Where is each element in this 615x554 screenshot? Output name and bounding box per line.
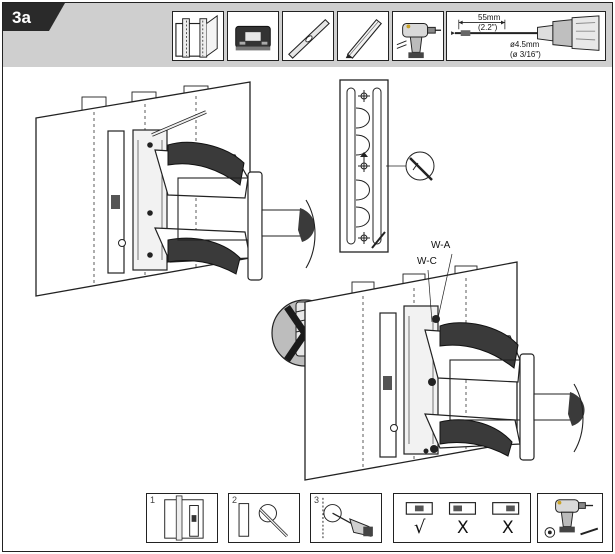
level-icon (282, 11, 334, 61)
tools-summary-box (537, 493, 603, 543)
step-number: 3a (12, 8, 31, 27)
stud-finder-icon (227, 11, 279, 61)
drill-icon (392, 11, 444, 61)
step-tag: 3a (3, 3, 65, 31)
level-check-box: √ X X (393, 493, 531, 543)
substep-1-number: 1 (150, 495, 156, 505)
drill-bit-depth-icon (446, 11, 606, 61)
step-tag-shape (3, 3, 65, 31)
pencil-icon (337, 11, 389, 61)
level-check-icons (405, 502, 520, 515)
level-bad-mark-left: X (457, 518, 469, 538)
level-ok-mark: √ (414, 517, 426, 538)
level-placement-icon (164, 495, 204, 541)
substep-3-box: 3 (310, 493, 382, 543)
depth-in-label: (2.2") (478, 23, 498, 32)
callout-wa: W-A (431, 240, 451, 251)
drill-and-wrench-icon (544, 499, 599, 538)
substep-2-number: 2 (232, 495, 238, 505)
substep-2-box: 2 (228, 493, 300, 543)
right-wall-assembly (304, 253, 585, 481)
mark-holes-icon (238, 503, 289, 538)
depth-mm-label: 55mm (478, 13, 501, 22)
callout-wc: W-C (417, 256, 437, 267)
diameter-mm-label: ø4.5mm (510, 40, 540, 49)
drill-holes-icon (322, 497, 373, 539)
substep-1-box: 1 (146, 493, 218, 543)
wall-plate-detail (339, 79, 435, 253)
substep-3-number: 3 (314, 495, 320, 505)
wall-stud-icon (172, 11, 224, 61)
diameter-in-label: (ø 3/16") (510, 50, 541, 59)
left-wall-assembly (35, 81, 316, 297)
level-bad-mark-right: X (502, 518, 514, 538)
